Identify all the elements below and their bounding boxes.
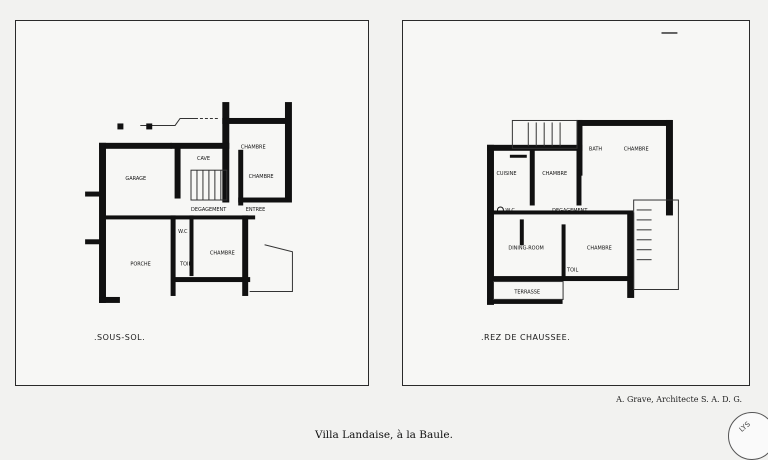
room-degagement: DEGAGEMENT — [552, 208, 588, 214]
room-wc: W.C — [505, 208, 515, 214]
ground-floor-caption: .REZ DE CHAUSSEE. — [481, 333, 571, 342]
room-chambre-top: CHAMBRE — [241, 144, 266, 150]
room-chambre-bottom: CHAMBRE — [587, 246, 612, 252]
basement-caption: .SOUS-SOL. — [94, 333, 146, 342]
basement-plan-panel: GARAGE CAVE CHAMBRE CHAMBRE DEGAGEMENT E… — [15, 20, 369, 386]
room-garage: GARAGE — [125, 176, 146, 182]
room-porche: PORCHE — [130, 262, 150, 268]
room-cuisine: CUISINE — [496, 171, 516, 177]
wc-fixture — [496, 206, 504, 214]
basement-outlines — [140, 117, 293, 292]
page-title: Villa Landaise, à la Baule. — [315, 429, 453, 441]
room-wc: W.C — [178, 229, 188, 235]
room-entree: ENTREE — [246, 207, 266, 213]
room-toil: TOIL — [179, 262, 191, 268]
room-cave: CAVE — [197, 156, 210, 162]
room-chambre-mid: CHAMBRE — [249, 174, 274, 180]
basement-pier — [146, 123, 153, 130]
room-dining: DINING-ROOM — [508, 246, 543, 252]
basement-floor-plan: GARAGE CAVE CHAMBRE CHAMBRE DEGAGEMENT E… — [85, 102, 293, 303]
architect-credit: A. Grave, Architecte S. A. D. G. — [616, 395, 742, 404]
room-chambre-right: CHAMBRE — [624, 146, 649, 152]
stamp-text: LYS — [737, 420, 752, 434]
basement-walls — [85, 102, 292, 303]
room-chambre-bottom: CHAMBRE — [210, 251, 235, 257]
room-degagement: DEGAGEMENT — [191, 207, 227, 213]
ground-floor-plan-panel: CUISINE CHAMBRE BATH CHAMBRE W.C DEGAGEM… — [402, 20, 750, 386]
ground-floor-plan: CUISINE CHAMBRE BATH CHAMBRE W.C DEGAGEM… — [487, 32, 679, 305]
ground-floor-outlines — [492, 32, 679, 300]
room-toil: TOIL — [566, 268, 578, 274]
room-chambre-top: CHAMBRE — [542, 171, 567, 177]
basement-pier — [117, 123, 124, 130]
library-stamp: LYS — [728, 412, 768, 460]
room-terrasse: TERRASSE — [513, 289, 540, 295]
room-bath: BATH — [589, 146, 602, 152]
